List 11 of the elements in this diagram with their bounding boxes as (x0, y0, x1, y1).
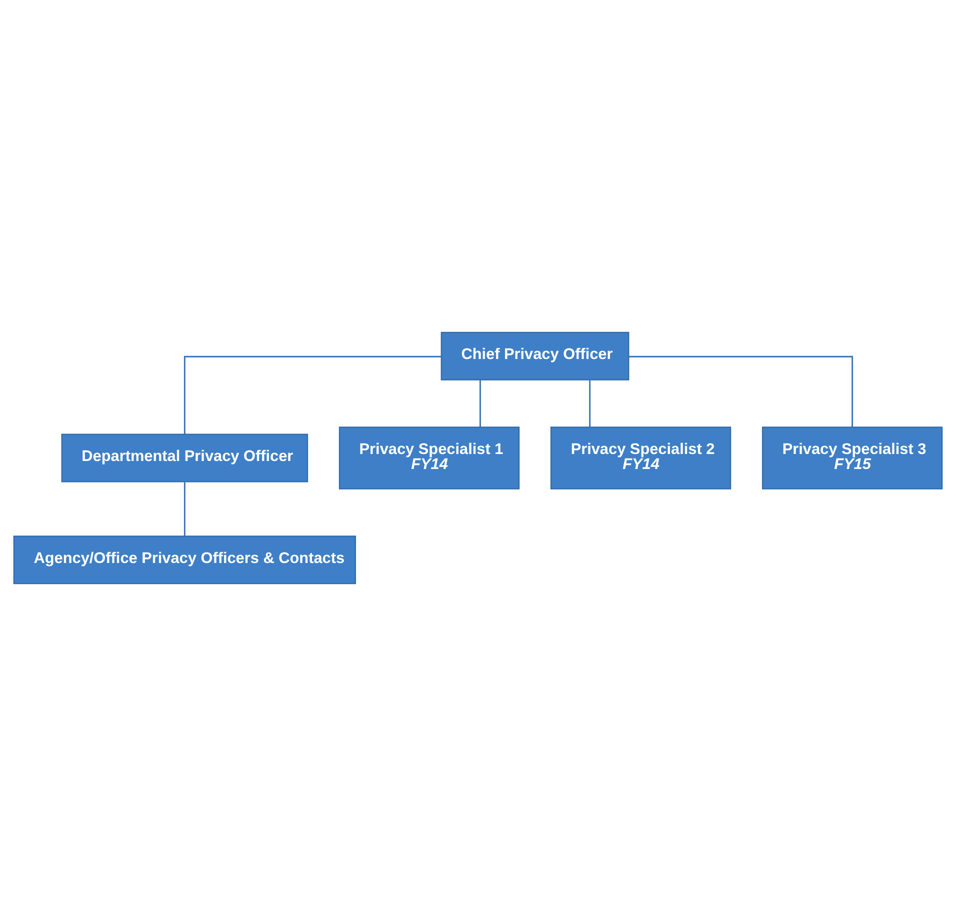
node-box: Agency/Office Privacy Officers & Contacts (13, 535, 356, 584)
node-box: Departmental Privacy Officer (61, 433, 308, 482)
node-box: Chief Privacy Officer (440, 331, 630, 380)
connector (480, 380, 481, 427)
node-box: Privacy Specialist 3 FY15 (762, 426, 943, 489)
node-box: Privacy Specialist 2 FY14 (550, 426, 732, 489)
connector (589, 380, 591, 427)
connector (184, 482, 186, 536)
connector (628, 355, 854, 427)
connector (184, 355, 442, 434)
node-box: Privacy Specialist 1 FY14 (338, 426, 520, 489)
